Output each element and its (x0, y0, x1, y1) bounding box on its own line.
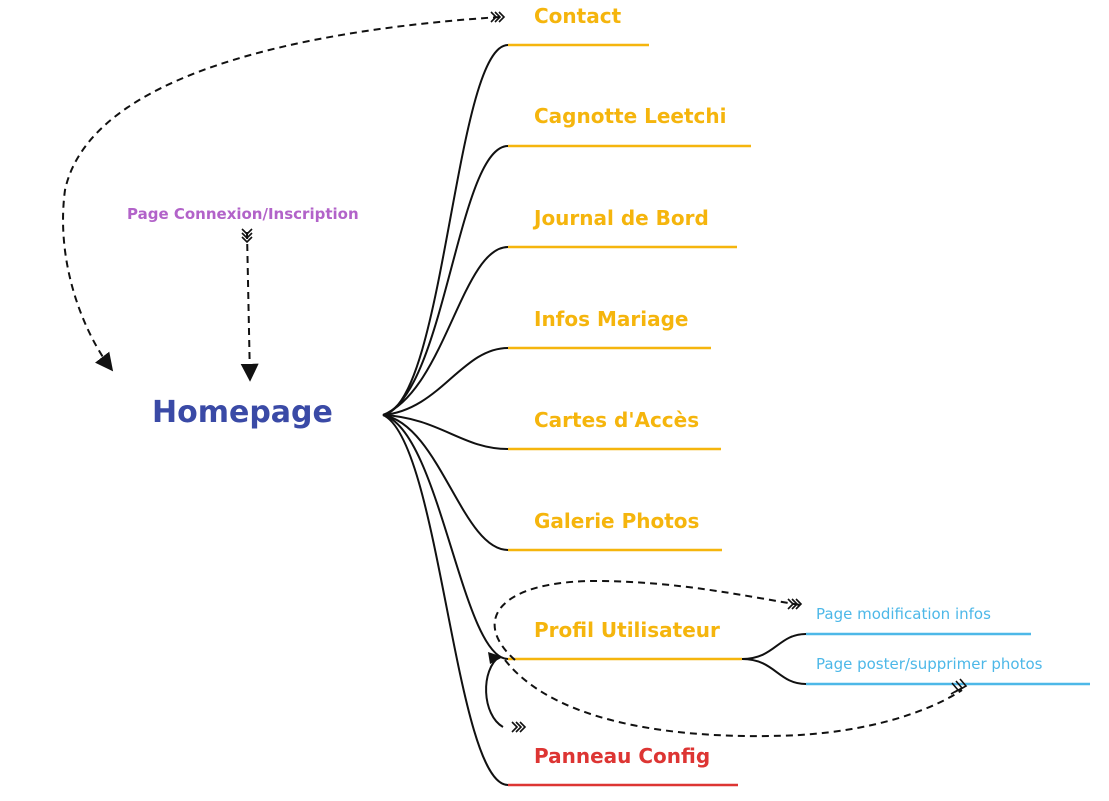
branch-panneau-config: Panneau Config (534, 744, 711, 768)
connector-config-loop (485, 655, 504, 728)
arrow-tail-config (511, 721, 527, 733)
connector-journal (382, 246, 509, 416)
subpage-modification-infos: Page modification infos (816, 605, 991, 623)
branch-infos-mariage: Infos Mariage (534, 307, 689, 331)
connector-sub-photos (741, 658, 807, 685)
connector-cartes (382, 414, 509, 450)
arrow-tail-photos (950, 678, 968, 695)
arrow-tail-infos (787, 598, 803, 610)
root-node-homepage: Homepage (152, 395, 333, 430)
branch-journal-de-bord: Journal de Bord (534, 206, 709, 230)
arrow-tail-login (241, 228, 253, 244)
branch-galerie-photos: Galerie Photos (534, 509, 700, 533)
connector-galerie (382, 414, 509, 551)
branch-contact: Contact (534, 4, 622, 28)
connector-profil (382, 414, 509, 660)
connector-sub-infos (741, 633, 807, 660)
arrow-tail-contact (490, 11, 506, 23)
branch-profil-utilisateur: Profil Utilisateur (534, 618, 720, 642)
connector-cagnotte (382, 145, 509, 416)
dashed-arrow-profil-photos (504, 659, 963, 738)
connector-infos (382, 347, 509, 416)
login-page-label: Page Connexion/Inscription (127, 205, 359, 223)
branch-cagnotte-leetchi: Cagnotte Leetchi (534, 104, 727, 128)
dashed-arrow-contact-home (62, 16, 501, 372)
arrowhead-profil (488, 652, 503, 664)
dashed-arrow-profil-infos (493, 579, 801, 661)
dashed-arrow-login-home (240, 231, 259, 382)
subpage-poster-supprimer-photos: Page poster/supprimer photos (816, 655, 1043, 673)
connector-contact (382, 44, 509, 416)
branch-cartes-acces: Cartes d'Accès (534, 408, 700, 432)
connector-config (382, 414, 509, 786)
